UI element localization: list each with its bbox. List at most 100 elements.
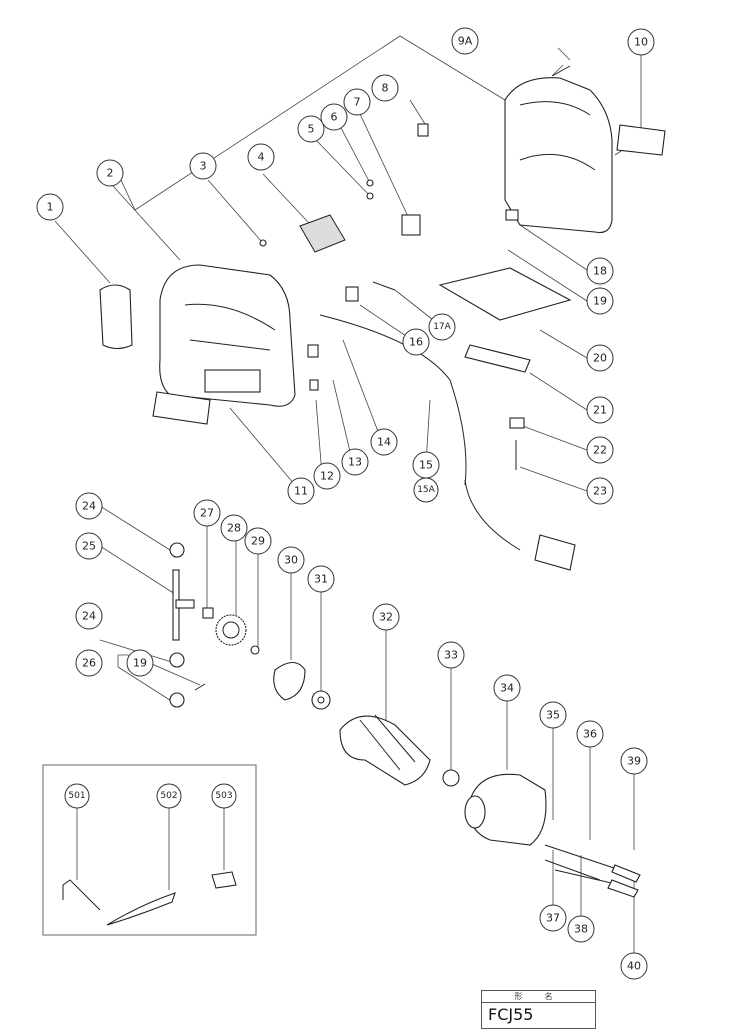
- svg-text:31: 31: [314, 573, 328, 586]
- svg-text:24: 24: [82, 610, 96, 623]
- svg-text:16: 16: [409, 336, 423, 349]
- svg-text:36: 36: [583, 728, 597, 741]
- callout-1: 1: [36, 193, 64, 221]
- callout-38: 38: [567, 915, 595, 943]
- svg-text:18: 18: [593, 265, 607, 278]
- callout-2: 2: [96, 159, 124, 187]
- svg-text:25: 25: [82, 540, 96, 553]
- svg-text:37: 37: [546, 912, 560, 925]
- callout-20: 20: [586, 344, 614, 372]
- callout-labels: 1 2 3 4 5 6 7 8 9A 10 11 12 13 14 15 15A…: [36, 27, 655, 980]
- svg-text:35: 35: [546, 709, 560, 722]
- callout-25: 25: [75, 532, 103, 560]
- svg-text:32: 32: [379, 611, 393, 624]
- svg-text:17A: 17A: [433, 322, 451, 332]
- callout-21: 21: [586, 396, 614, 424]
- callout-12: 12: [313, 462, 341, 490]
- svg-text:20: 20: [593, 352, 607, 365]
- callout-10: 10: [627, 28, 655, 56]
- callout-31: 31: [307, 565, 335, 593]
- callout-8: 8: [371, 74, 399, 102]
- svg-text:9A: 9A: [458, 35, 473, 48]
- callout-18: 18: [586, 257, 614, 285]
- leader-lines: [54, 35, 642, 955]
- callout-3: 3: [189, 152, 217, 180]
- svg-text:27: 27: [200, 507, 214, 520]
- svg-text:30: 30: [284, 554, 298, 567]
- svg-text:15A: 15A: [417, 485, 435, 495]
- svg-text:15: 15: [419, 459, 433, 472]
- callout-36: 36: [576, 720, 604, 748]
- callout-502: 502: [156, 783, 182, 809]
- svg-text:1: 1: [47, 201, 54, 214]
- callout-24-upper: 24: [75, 492, 103, 520]
- callout-9A: 9A: [451, 27, 479, 55]
- svg-text:39: 39: [627, 755, 641, 768]
- housing-left: [159, 264, 296, 407]
- callout-15: 15: [412, 451, 440, 479]
- callout-32: 32: [372, 603, 400, 631]
- model-title-block: 形 名 FCJ55: [481, 990, 596, 1029]
- callout-35: 35: [539, 701, 567, 729]
- svg-text:7: 7: [354, 96, 361, 109]
- callout-23: 23: [586, 477, 614, 505]
- svg-text:19: 19: [133, 657, 147, 670]
- svg-text:34: 34: [500, 682, 514, 695]
- callout-22: 22: [586, 436, 614, 464]
- callout-16: 16: [402, 328, 430, 356]
- svg-text:33: 33: [444, 649, 458, 662]
- callout-28: 28: [220, 514, 248, 542]
- callout-19-upper: 19: [586, 287, 614, 315]
- svg-text:4: 4: [258, 151, 265, 164]
- svg-text:503: 503: [215, 791, 232, 801]
- svg-text:40: 40: [627, 960, 641, 973]
- svg-text:22: 22: [593, 444, 607, 457]
- svg-text:26: 26: [82, 657, 96, 670]
- callout-26: 26: [75, 649, 103, 677]
- svg-text:12: 12: [320, 470, 334, 483]
- svg-text:24: 24: [82, 500, 96, 513]
- callout-5: 5: [297, 115, 325, 143]
- callout-27: 27: [193, 499, 221, 527]
- callout-11: 11: [287, 477, 315, 505]
- svg-text:10: 10: [634, 36, 648, 49]
- callout-4: 4: [247, 143, 275, 171]
- callout-17A: 17A: [428, 313, 456, 341]
- svg-text:28: 28: [227, 522, 241, 535]
- callout-501: 501: [64, 783, 90, 809]
- model-header: 形 名: [482, 991, 595, 1003]
- svg-text:21: 21: [593, 404, 607, 417]
- svg-text:5: 5: [308, 123, 315, 136]
- callout-40: 40: [620, 952, 648, 980]
- svg-text:6: 6: [331, 111, 338, 124]
- svg-text:29: 29: [251, 535, 265, 548]
- svg-text:502: 502: [160, 791, 177, 801]
- callout-13: 13: [341, 448, 369, 476]
- svg-text:11: 11: [294, 485, 308, 498]
- svg-text:2: 2: [107, 167, 114, 180]
- callout-39: 39: [620, 747, 648, 775]
- callout-37: 37: [539, 904, 567, 932]
- svg-text:8: 8: [382, 82, 389, 95]
- model-number: FCJ55: [488, 1005, 534, 1024]
- svg-text:23: 23: [593, 485, 607, 498]
- callout-29: 29: [244, 527, 272, 555]
- callout-6: 6: [320, 103, 348, 131]
- callout-14: 14: [370, 428, 398, 456]
- svg-text:19: 19: [593, 295, 607, 308]
- svg-text:13: 13: [348, 456, 362, 469]
- callout-19-lower: 19: [126, 649, 154, 677]
- parts-drawing: [42, 65, 666, 936]
- svg-text:501: 501: [68, 791, 85, 801]
- callout-15A: 15A: [413, 477, 439, 503]
- callout-30: 30: [277, 546, 305, 574]
- callout-33: 33: [437, 641, 465, 669]
- callout-7: 7: [343, 88, 371, 116]
- svg-text:14: 14: [377, 436, 391, 449]
- svg-text:38: 38: [574, 923, 588, 936]
- callout-24-lower: 24: [75, 602, 103, 630]
- callout-503: 503: [211, 783, 237, 809]
- callout-34: 34: [493, 674, 521, 702]
- svg-text:3: 3: [200, 160, 207, 173]
